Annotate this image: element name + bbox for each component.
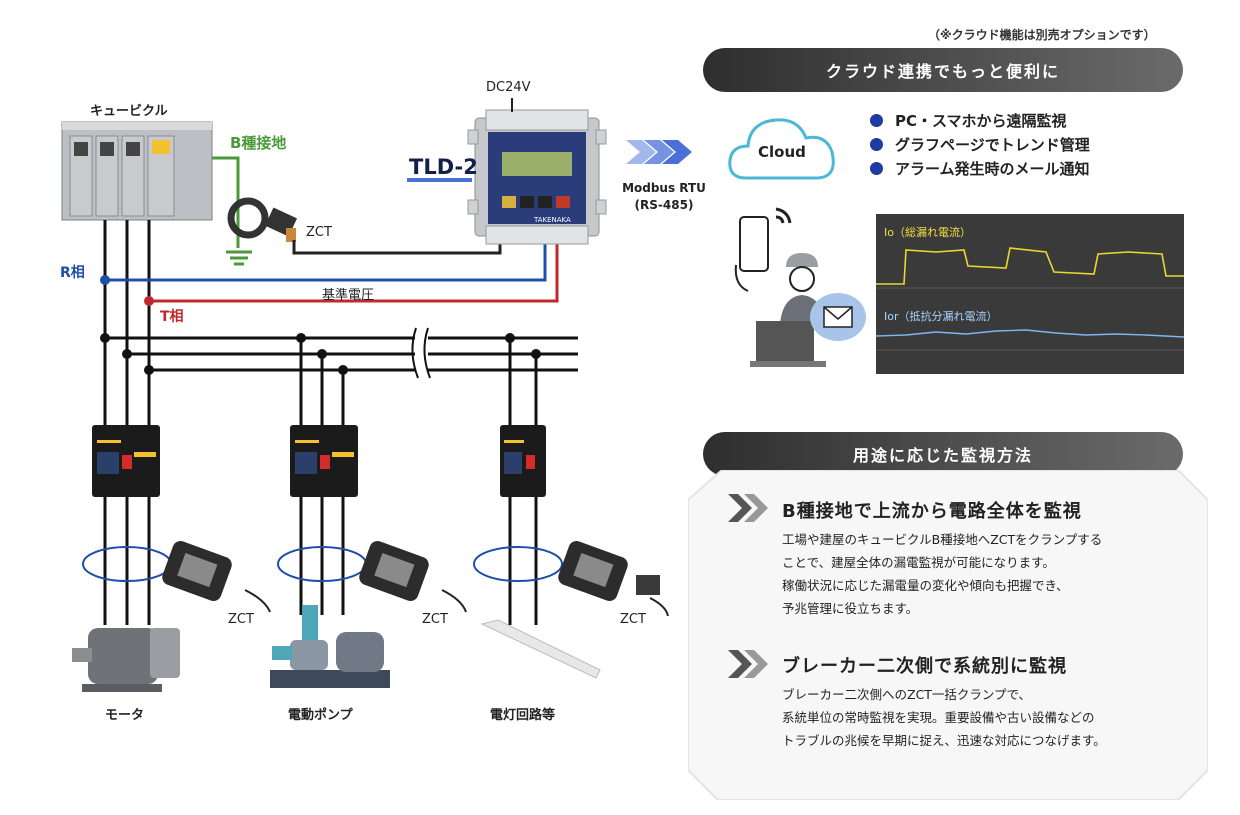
text-line: トラブルの兆候を早期に捉え、迅速な対応につなげます。 [782, 733, 1106, 748]
modbus-label: Modbus RTU (RS-485) [614, 180, 714, 214]
zct-label-2: ZCT [422, 612, 448, 627]
text-line: 工場や建屋のキュービクルB種接地へZCTをクランプする [782, 532, 1103, 547]
tld2-device [467, 109, 607, 245]
section-b-ground-text: 工場や建屋のキュービクルB種接地へZCTをクランプする ことで、建屋全体の漏電監… [782, 528, 1102, 620]
section-b-ground-title: B種接地で上流から電路全体を監視 [782, 501, 1082, 522]
b-ground-wire [212, 156, 240, 248]
motor-label: モータ [105, 708, 145, 723]
light-fixture-icon [480, 619, 601, 679]
cloud-feature-list: PC・スマホから遠隔監視 グラフページでトレンド管理 アラーム発生時のメール通知 [870, 108, 1090, 180]
ground-symbol [226, 250, 252, 266]
text-line: ブレーカー二次側へのZCT一括クランプで、 [782, 687, 1032, 702]
cloud-option-note: （※クラウド機能は別売オプションです） [928, 28, 1156, 42]
r-phase-label: R相 [60, 265, 85, 281]
breaker-motor [92, 425, 160, 497]
cloud-label: Cloud [758, 143, 806, 161]
user-illustration [734, 207, 866, 367]
zct-clamp-3 [558, 541, 669, 617]
zct-label-1: ZCT [228, 612, 254, 627]
motor-icon [72, 628, 180, 692]
smartphone-icon [734, 216, 769, 292]
mains-lines [103, 220, 151, 425]
zct-top-icon [227, 197, 298, 242]
feature-item: アラーム発生時のメール通知 [870, 156, 1090, 180]
bullet-dot [870, 161, 883, 175]
text-line: 予兆管理に役立ちます。 [782, 601, 919, 616]
t-phase-wire [149, 232, 559, 303]
io-trend-line [876, 247, 1184, 285]
cloud-icon [728, 118, 835, 180]
graph-ior-label: Ior（抵抗分漏れ電流） [884, 310, 998, 323]
bullet-dot [870, 137, 883, 151]
section-breaker-title: ブレーカー二次側で系統別に監視 [782, 656, 1067, 677]
mail-icon [810, 293, 866, 341]
breaker-light [500, 425, 546, 497]
pump-label: 電動ポンプ [288, 708, 353, 723]
usage-header: 用途に応じた監視方法 [703, 432, 1183, 476]
text-line: ことで、建屋全体の漏電監視が可能になります。 [782, 555, 1055, 570]
feature-trend-graph: グラフページでトレンド管理 [895, 135, 1090, 154]
bus-lines [105, 336, 578, 372]
device-brand-label: TAKENAKA [534, 216, 571, 224]
cloud-header: クラウド連携でもっと便利に [703, 48, 1183, 92]
modbus-protocol: Modbus RTU [622, 181, 706, 195]
chevron-right-icon [728, 650, 768, 678]
breaker-pump [290, 425, 358, 497]
wifi-icon [775, 207, 792, 224]
feature-item: PC・スマホから遠隔監視 [870, 108, 1090, 132]
device-model-label: TLD-2 [409, 155, 478, 179]
wiring-diagram [61, 98, 692, 692]
branch-lines [299, 338, 538, 425]
cubicle-label: キュービクル [90, 104, 168, 119]
ref-voltage-label: 基準電圧 [322, 288, 375, 303]
trend-graph-lines [875, 247, 1185, 351]
b-ground-label: B種接地 [230, 134, 287, 152]
zct-label-3: ZCT [620, 612, 646, 627]
graph-io-label: Io（総漏れ電流） [884, 226, 971, 239]
usage-panel-frame [688, 470, 1208, 800]
r-phase-wire [105, 232, 547, 282]
light-circuit-label: 電灯回路等 [490, 708, 556, 723]
bus-junctions [100, 333, 541, 375]
t-phase-label: T相 [160, 309, 184, 325]
modbus-interface: (RS-485) [634, 198, 694, 212]
zct-label-top: ZCT [306, 225, 332, 240]
text-line: 稼働状況に応じた漏電量の変化や傾向も把握でき、 [782, 578, 1069, 593]
laptop-icon [750, 321, 826, 367]
section-breaker-text: ブレーカー二次側へのZCT一括クランプで、 系統単位の常時監視を実現。重要設備や… [782, 683, 1106, 752]
zct-clamp-1 [162, 541, 271, 613]
device-label-underline [407, 178, 472, 182]
zct-clamp-2 [359, 541, 467, 613]
ior-trend-line [875, 329, 1185, 338]
trend-graph-panel: Io（総漏れ電流） Ior（抵抗分漏れ電流） [875, 214, 1185, 374]
bullet-dot [870, 113, 883, 127]
feature-item: グラフページでトレンド管理 [870, 132, 1090, 156]
feature-remote-monitoring: PC・スマホから遠隔監視 [895, 111, 1067, 130]
load-lines [103, 497, 538, 625]
dc24v-label: DC24V [486, 80, 531, 95]
modbus-arrows [626, 140, 692, 164]
feature-alarm-mail: アラーム発生時のメール通知 [895, 159, 1090, 178]
bus-break-mark [411, 327, 431, 379]
chevron-right-icon [728, 494, 768, 522]
text-line: 系統単位の常時監視を実現。重要設備や古い設備などの [782, 710, 1095, 725]
cubicle-cabinet [61, 121, 213, 221]
pump-icon [270, 605, 390, 688]
